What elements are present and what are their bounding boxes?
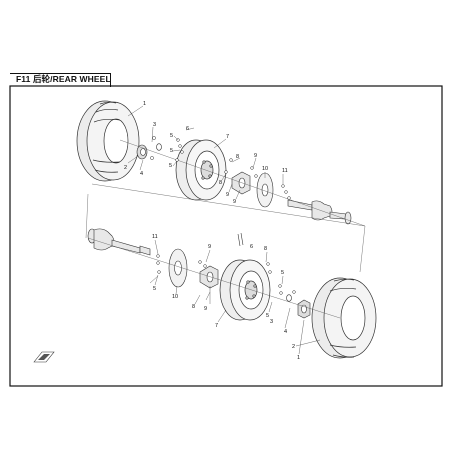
lower-hub-cap (297, 299, 311, 319)
upper-rim (175, 139, 227, 201)
callout-5e: 5 (281, 270, 284, 276)
diagram-frame (9, 85, 443, 387)
break-mark (237, 232, 244, 247)
callout-5b: 5 (170, 148, 173, 154)
lower-washer (286, 294, 292, 302)
callout-5d: 5 (153, 286, 156, 292)
callout-4b: 4 (284, 329, 287, 335)
upper-drive-shaft (287, 199, 352, 225)
title-tab (10, 73, 111, 87)
callout-8: 8 (236, 154, 239, 160)
upper-washer (156, 143, 162, 151)
callout-6b: 6 (250, 244, 253, 250)
fasteners (150, 136, 296, 295)
callout-9e: 9 (204, 306, 207, 312)
diagram-title: F11 后轮/REAR WHEEL (16, 74, 111, 84)
callout-numbers: 1 3 2 4 5 5 5 6 7 8 8 9 9 9 10 11 11 5 1… (124, 101, 300, 361)
upper-axis-lines (91, 139, 366, 227)
callout-2b: 2 (292, 344, 295, 350)
callout-7b: 7 (215, 323, 218, 329)
lower-axis-lines (85, 193, 366, 319)
lower-brake-disc (168, 248, 188, 288)
callout-11b: 11 (152, 234, 158, 240)
callout-9c: 9 (254, 153, 257, 159)
callout-7: 7 (226, 134, 229, 140)
lower-rim (219, 259, 271, 321)
callout-8b: 8 (219, 180, 222, 186)
lower-drive-shaft (87, 228, 151, 256)
callout-5f: 5 (266, 313, 269, 319)
upper-hub (136, 144, 148, 160)
callout-4: 4 (140, 171, 143, 177)
callout-8d: 8 (264, 246, 267, 252)
callout-8c: 8 (192, 304, 195, 310)
callout-2: 2 (124, 165, 127, 171)
callout-3b: 3 (270, 319, 273, 325)
callout-9: 9 (226, 192, 229, 198)
lower-tire (311, 277, 377, 359)
callout-11: 11 (282, 168, 288, 174)
leader-lines (127, 105, 321, 355)
callout-1: 1 (143, 101, 146, 107)
upper-tire (76, 100, 140, 182)
upper-wheel-hub (231, 171, 251, 195)
callout-9b: 9 (233, 199, 236, 205)
callout-5c: 5 (169, 163, 172, 169)
callout-1b: 1 (297, 355, 300, 361)
callout-9d: 9 (208, 244, 211, 250)
callout-3: 3 (153, 122, 156, 128)
callout-10b: 10 (172, 294, 178, 300)
callout-10: 10 (262, 166, 268, 172)
upper-brake-disc (256, 172, 274, 208)
callout-6: 6 (186, 126, 189, 132)
callout-5: 5 (170, 133, 173, 139)
brand-logo (33, 351, 55, 363)
lower-wheel-hub (199, 265, 219, 289)
